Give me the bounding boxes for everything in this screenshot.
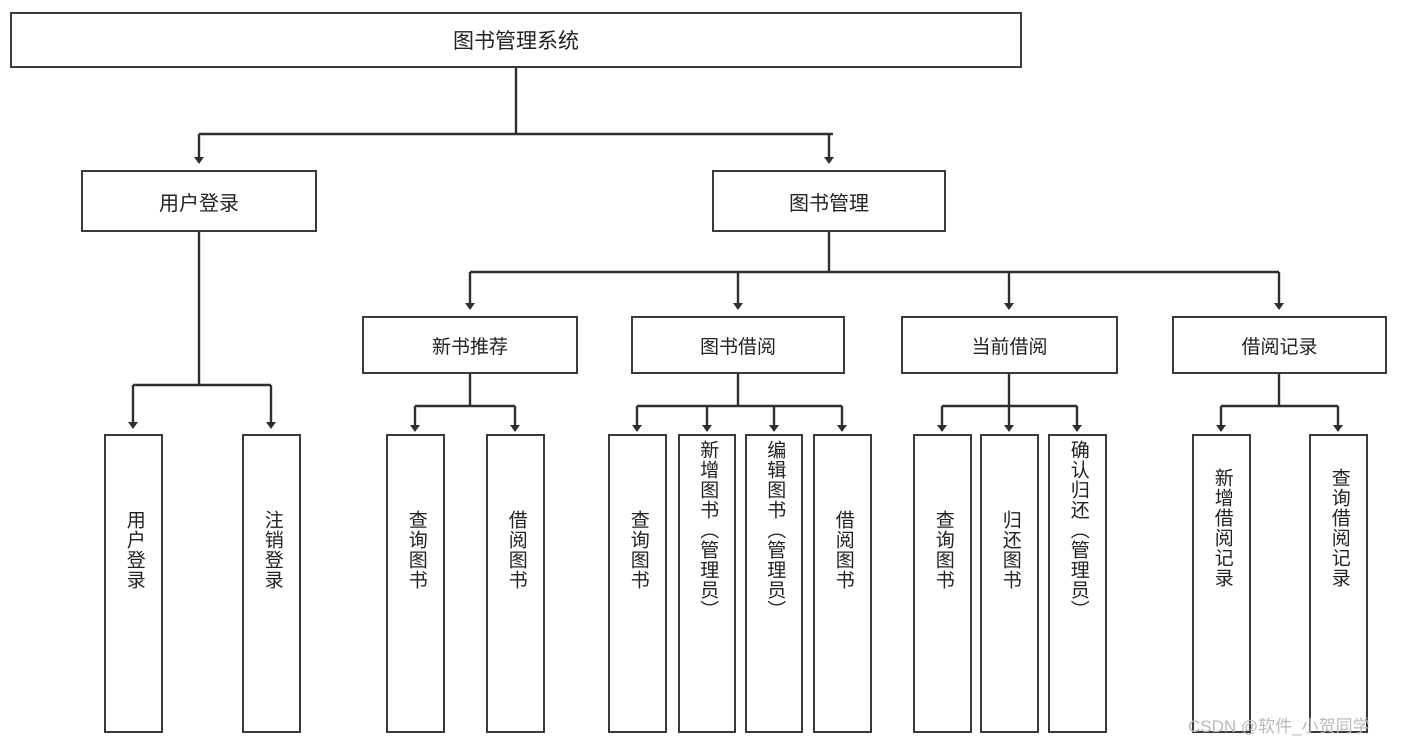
node-label: 借阅记录 <box>1241 336 1318 358</box>
node-book-management[interactable]: 图书管理 <box>712 170 946 232</box>
node-leaf-add-book-admin[interactable]: 新增图书（管理员） <box>678 434 736 733</box>
node-label: 编辑图书（管理员） <box>764 440 786 620</box>
node-leaf-query-book-borrow[interactable]: 查询图书 <box>608 434 667 733</box>
node-label: 查询图书 <box>627 510 649 590</box>
node-book-borrow[interactable]: 图书借阅 <box>631 316 845 374</box>
node-leaf-query-borrow-record[interactable]: 查询借阅记录 <box>1309 434 1368 733</box>
node-label: 图书借阅 <box>699 336 776 358</box>
node-leaf-confirm-return-admin[interactable]: 确认归还（管理员） <box>1048 434 1107 733</box>
node-label: 当前借阅 <box>971 336 1048 358</box>
node-label: 新书推荐 <box>431 336 508 358</box>
node-leaf-user-login[interactable]: 用户登录 <box>104 434 163 733</box>
node-label: 查询图书 <box>932 510 954 590</box>
node-label: 确认归还（管理员） <box>1067 440 1089 620</box>
node-label: 图书管理系统 <box>453 30 579 53</box>
node-label: 查询图书 <box>405 510 427 590</box>
node-leaf-query-book-recommend[interactable]: 查询图书 <box>386 434 445 733</box>
node-leaf-borrow-book-recommend[interactable]: 借阅图书 <box>486 434 545 733</box>
node-user-login[interactable]: 用户登录 <box>81 170 317 232</box>
node-leaf-borrow-book[interactable]: 借阅图书 <box>813 434 872 733</box>
node-leaf-return-book[interactable]: 归还图书 <box>980 434 1039 733</box>
node-label: 注销登录 <box>261 510 283 590</box>
node-label: 图书管理 <box>789 192 869 215</box>
node-leaf-add-borrow-record[interactable]: 新增借阅记录 <box>1192 434 1251 733</box>
node-label: 用户登录 <box>159 192 239 215</box>
node-leaf-query-book-current[interactable]: 查询图书 <box>913 434 972 733</box>
node-leaf-edit-book-admin[interactable]: 编辑图书（管理员） <box>745 434 803 733</box>
node-label: 查询借阅记录 <box>1328 468 1350 588</box>
node-borrow-record[interactable]: 借阅记录 <box>1172 316 1387 374</box>
node-root-book-management-system[interactable]: 图书管理系统 <box>10 12 1022 68</box>
node-label: 借阅图书 <box>505 510 527 590</box>
node-label: 借阅图书 <box>832 510 854 590</box>
csdn-watermark: CSDN @软件_小贺同学 <box>1188 717 1370 736</box>
node-label: 归还图书 <box>999 510 1021 590</box>
node-current-borrow[interactable]: 当前借阅 <box>901 316 1118 374</box>
node-new-book-recommend[interactable]: 新书推荐 <box>362 316 578 374</box>
node-label: 新增图书（管理员） <box>697 440 719 620</box>
node-leaf-logout[interactable]: 注销登录 <box>242 434 301 733</box>
node-label: 新增借阅记录 <box>1211 468 1233 588</box>
node-label: 用户登录 <box>123 510 145 590</box>
